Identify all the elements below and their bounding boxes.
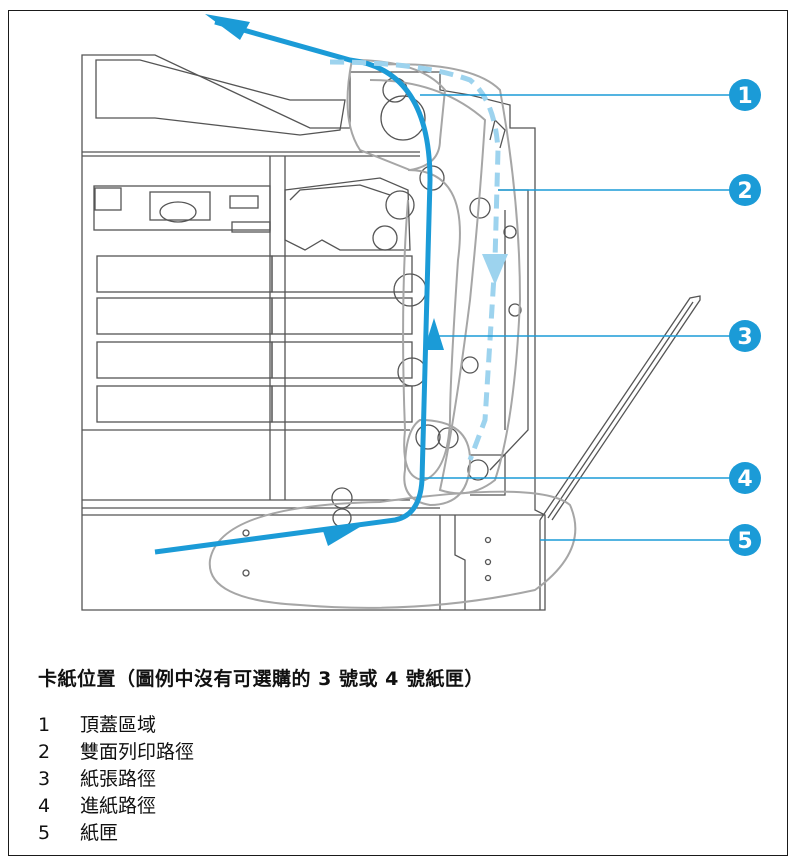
legend-item: 1 頂蓋區域 [38,710,194,737]
figure-caption: 卡紙位置（圖例中沒有可選購的 3 號或 4 號紙匣） [38,668,484,690]
callout-2-number: 2 [737,179,752,204]
main-paper-path [154,19,433,555]
legend-item: 3 紙張路徑 [38,764,194,791]
paper-path-arrows [154,14,508,555]
legend-label: 頂蓋區域 [80,714,157,736]
figure-frame [8,10,788,856]
exit-arrowhead [205,14,250,40]
legend-list: 1 頂蓋區域 2 雙面列印路徑 3 紙張路徑 4 進紙路徑 5 紙匣 [38,710,194,845]
legend-item: 4 進紙路徑 [38,791,194,818]
legend-item: 2 雙面列印路徑 [38,737,194,764]
jam-area-highlights [208,58,577,609]
legend-number: 2 [38,741,51,763]
duplex-arrowhead [482,254,508,285]
callout-4: 4 [729,462,761,494]
legend-number: 4 [38,795,51,817]
legend-label: 進紙路徑 [80,795,157,817]
legend-label: 雙面列印路徑 [80,741,195,763]
callout-3: 3 [729,320,761,352]
callout-1: 1 [729,79,761,111]
printer-body [81,54,701,611]
callout-leaders [420,94,730,541]
paper-path-loop [402,169,461,482]
legend-label: 紙匣 [80,822,119,844]
duplex-dashed-path [329,59,501,461]
legend-number: 3 [38,768,51,790]
legend-number: 5 [38,822,51,844]
feed-arrowhead [322,524,365,546]
callout-1-number: 1 [737,84,752,109]
callout-4-number: 4 [737,467,752,492]
tray-loop [208,490,577,609]
feed-path-loop [403,418,472,507]
legend-number: 1 [38,714,51,736]
up-arrowhead [424,318,444,350]
legend-item: 5 紙匣 [38,818,194,845]
callout-2: 2 [729,174,761,206]
callout-5-number: 5 [737,529,752,554]
callout-3-number: 3 [737,325,752,350]
legend-label: 紙張路徑 [80,768,157,790]
callout-5: 5 [729,524,761,556]
